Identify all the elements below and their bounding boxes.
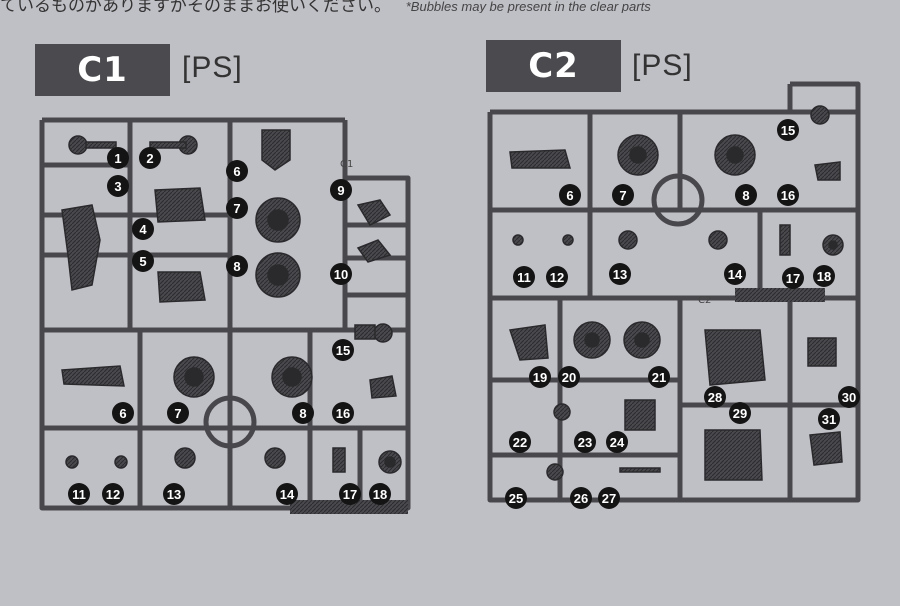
runner-c2-material: [PS] — [632, 49, 693, 82]
c1-part-number: 9 — [330, 179, 352, 201]
header-instruction-text: ているものがありますがそのままお使いください。 *Bubbles may be … — [0, 0, 900, 13]
c2-part-number: 19 — [529, 366, 551, 388]
c2-part-number: 25 — [505, 487, 527, 509]
runner-c1-center-ring — [203, 395, 257, 449]
c2-part-number: 6 — [559, 184, 581, 206]
c2-part-number: 15 — [777, 119, 799, 141]
c1-part-number: 4 — [132, 218, 154, 240]
c2-part-number: 27 — [598, 487, 620, 509]
c2-part-number: 23 — [574, 431, 596, 453]
c1-part-number: 6 — [112, 402, 134, 424]
header-instruction-jp: ているものがありますがそのままお使いください。 — [0, 0, 391, 13]
c2-part-number: 22 — [509, 431, 531, 453]
c1-part-number: 6 — [226, 160, 248, 182]
c1-part-number: 14 — [276, 483, 298, 505]
c1-part-number: 7 — [167, 402, 189, 424]
runner-c1-parts — [61, 129, 402, 474]
runner-c2-tab — [735, 288, 825, 302]
c2-part-number: 14 — [724, 263, 746, 285]
c1-part-number: 17 — [339, 483, 361, 505]
c2-part-number: 17 — [782, 267, 804, 289]
c2-part-number: 21 — [648, 366, 670, 388]
c2-part-number: 16 — [777, 184, 799, 206]
c2-part-number: 8 — [735, 184, 757, 206]
c1-part-number: 2 — [139, 147, 161, 169]
c1-part-number: 16 — [332, 402, 354, 424]
c1-part-number: 15 — [332, 339, 354, 361]
runner-c1-title: C1 — [35, 44, 170, 96]
c2-part-number: 7 — [612, 184, 634, 206]
c2-part-number: 11 — [513, 266, 535, 288]
c2-part-number: 26 — [570, 487, 592, 509]
c2-part-number: 29 — [729, 402, 751, 424]
c1-part-number: 10 — [330, 263, 352, 285]
c1-part-number: 12 — [102, 483, 124, 505]
c2-part-number: 13 — [609, 263, 631, 285]
c1-part-number: 8 — [226, 255, 248, 277]
c2-part-number: 24 — [606, 431, 628, 453]
c2-part-number: 20 — [558, 366, 580, 388]
runner-c1-material: [PS] — [182, 51, 243, 84]
runner-c1-frame — [39, 117, 411, 511]
c2-part-number: 31 — [818, 408, 840, 430]
c2-part-number: 28 — [704, 386, 726, 408]
c2-part-number: 18 — [813, 265, 835, 287]
c1-part-number: 8 — [292, 402, 314, 424]
c1-part-number: 18 — [369, 483, 391, 505]
c2-part-number: 30 — [838, 386, 860, 408]
c1-part-number: 7 — [226, 197, 248, 219]
c2-part-number: 12 — [546, 266, 568, 288]
c1-part-number: 5 — [132, 250, 154, 272]
header-instruction-en: *Bubbles may be present in the clear par… — [405, 0, 651, 13]
c1-part-number: 11 — [68, 483, 90, 505]
c1-part-number: 1 — [107, 147, 129, 169]
runner-c2-mark: C2 — [698, 295, 711, 306]
c1-part-number: 13 — [163, 483, 185, 505]
runner-c1-mark: C1 — [340, 159, 353, 170]
c1-part-number: 3 — [107, 175, 129, 197]
runner-c2-title: C2 — [486, 40, 621, 92]
runner-c2-parts — [509, 105, 844, 481]
runner-c2-center-ring — [651, 173, 705, 227]
